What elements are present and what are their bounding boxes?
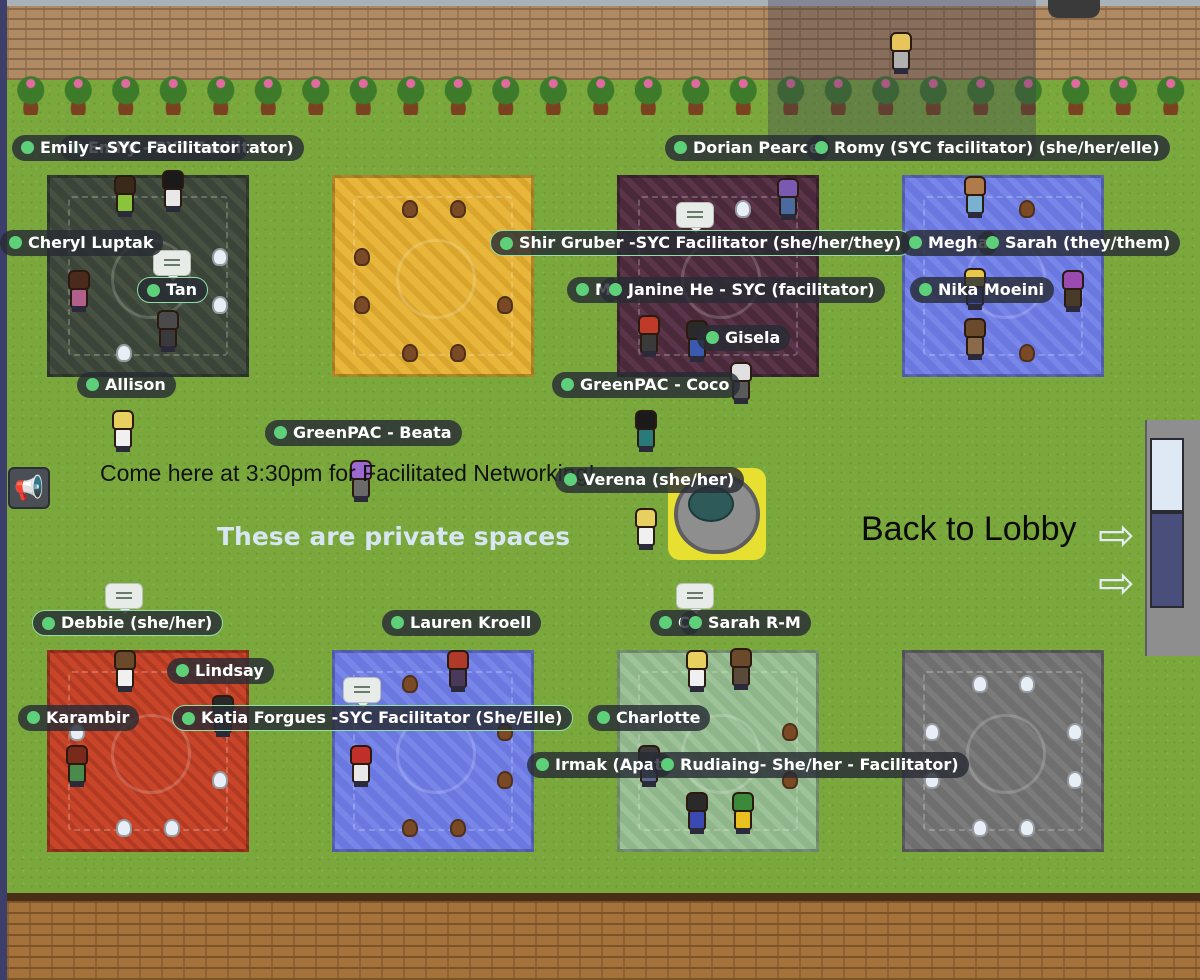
player-avatar[interactable] [64,745,90,787]
player-nametag[interactable]: Irmak (Apat [527,752,673,778]
chair [782,723,798,741]
player-avatar[interactable] [445,650,471,692]
player-avatar[interactable] [633,508,659,550]
player-avatar[interactable] [66,270,92,312]
arrow-right-icon[interactable]: ⇨ [1098,558,1135,609]
chair [972,675,988,693]
chair [402,200,418,218]
player-nametag[interactable]: Lauren Kroell [382,610,542,636]
player-nametag[interactable]: Janine He - SYC (facilitator) [600,277,885,303]
private-space-rug[interactable] [617,650,819,852]
chair [1067,723,1083,741]
player-avatar[interactable] [730,792,756,834]
chair [212,248,228,266]
back-to-lobby-label: Back to Lobby [861,510,1077,548]
private-space-rug[interactable] [902,650,1104,852]
player-avatar[interactable] [775,178,801,220]
chair [402,819,418,837]
chat-bubble-icon[interactable] [105,583,143,614]
arrow-right-icon[interactable]: ⇨ [1098,510,1135,561]
player-nametag[interactable]: Karambir [18,705,140,731]
chair [1019,675,1035,693]
player-avatar[interactable] [110,410,136,452]
chair [402,344,418,362]
chat-bubble-icon[interactable] [676,202,714,233]
player-nametag[interactable]: Rudiaing- She/her - Facilitator) [652,752,969,778]
chair [1019,344,1035,362]
player-avatar[interactable] [962,318,988,360]
chair [1019,200,1035,218]
chair [450,819,466,837]
player-nametag[interactable]: Sarah R-M [680,610,811,636]
player-nametag[interactable]: Allison [77,372,176,398]
player-nametag[interactable]: Shir Gruber -SYC Facilitator (she/her/th… [490,230,913,256]
player-nametag[interactable]: Nika Moeini [910,277,1055,303]
chair [1019,819,1035,837]
chair [972,819,988,837]
player-nametag[interactable]: Emily - SYC Facilitator [12,135,249,161]
player-nametag[interactable]: Katia Forgues -SYC Facilitator (She/Elle… [172,705,574,731]
minimap-slot[interactable] [1150,438,1184,512]
player-nametag[interactable]: Cheryl Luptak [0,230,164,256]
chat-bubble-icon[interactable] [153,250,191,281]
chair [116,344,132,362]
player-nametag[interactable]: GreenPAC - Coco [552,372,740,398]
player-nametag[interactable]: Debbie (she/her) [32,610,224,636]
chair [497,771,513,789]
player-nametag[interactable]: Lindsay [167,658,274,684]
player-avatar[interactable] [348,460,374,502]
chair [212,771,228,789]
brick-wall [7,0,1200,80]
chair [116,819,132,837]
player-nametag[interactable]: Romy (SYC facilitator) (she/her/elle) [806,135,1170,161]
chair [354,248,370,266]
player-nametag[interactable]: Gisela [697,325,791,351]
player-avatar[interactable] [155,310,181,352]
top-corner-control [1048,0,1100,18]
wood-floor [7,893,1200,980]
player-avatar[interactable] [348,745,374,787]
player-avatar[interactable] [633,410,659,452]
player-avatar[interactable] [684,792,710,834]
chair [402,675,418,693]
player-avatar[interactable] [112,175,138,217]
player-avatar[interactable] [962,176,988,218]
chat-bubble-icon[interactable] [676,583,714,614]
player-nametag[interactable]: Tan [137,277,209,303]
player-nametag[interactable]: Sarah (they/them) [977,230,1181,256]
player-avatar[interactable] [160,170,186,212]
chair [450,200,466,218]
player-avatar[interactable] [112,650,138,692]
player-avatar[interactable] [1060,270,1086,312]
player-avatar[interactable] [888,32,914,74]
chair [1067,771,1083,789]
left-edge-strip [0,0,7,980]
player-nametag[interactable]: Verena (she/her) [555,467,745,493]
chair [735,200,751,218]
top-overlay-shadow [768,0,1036,160]
potted-plants-row [7,70,1200,115]
private-spaces-label: These are private spaces [217,522,571,551]
networking-announcement: Come here at 3:30pm for Facilitated Netw… [100,460,595,486]
chair [354,296,370,314]
minimap-panel[interactable] [1145,420,1200,656]
private-space-rug[interactable] [332,175,534,377]
chair [212,296,228,314]
player-nametag[interactable]: GreenPAC - Beata [265,420,462,446]
chair [924,723,940,741]
chair [164,819,180,837]
chair [450,344,466,362]
chair [497,296,513,314]
player-nametag[interactable]: Charlotte [588,705,711,731]
player-avatar[interactable] [684,650,710,692]
chat-bubble-icon[interactable] [343,677,381,708]
player-avatar[interactable] [636,315,662,357]
player-avatar[interactable] [728,648,754,690]
minimap-slot[interactable] [1150,512,1184,608]
player-nametag[interactable]: Dorian Pearce [665,135,831,161]
megaphone-icon[interactable]: 📢 [8,467,50,509]
